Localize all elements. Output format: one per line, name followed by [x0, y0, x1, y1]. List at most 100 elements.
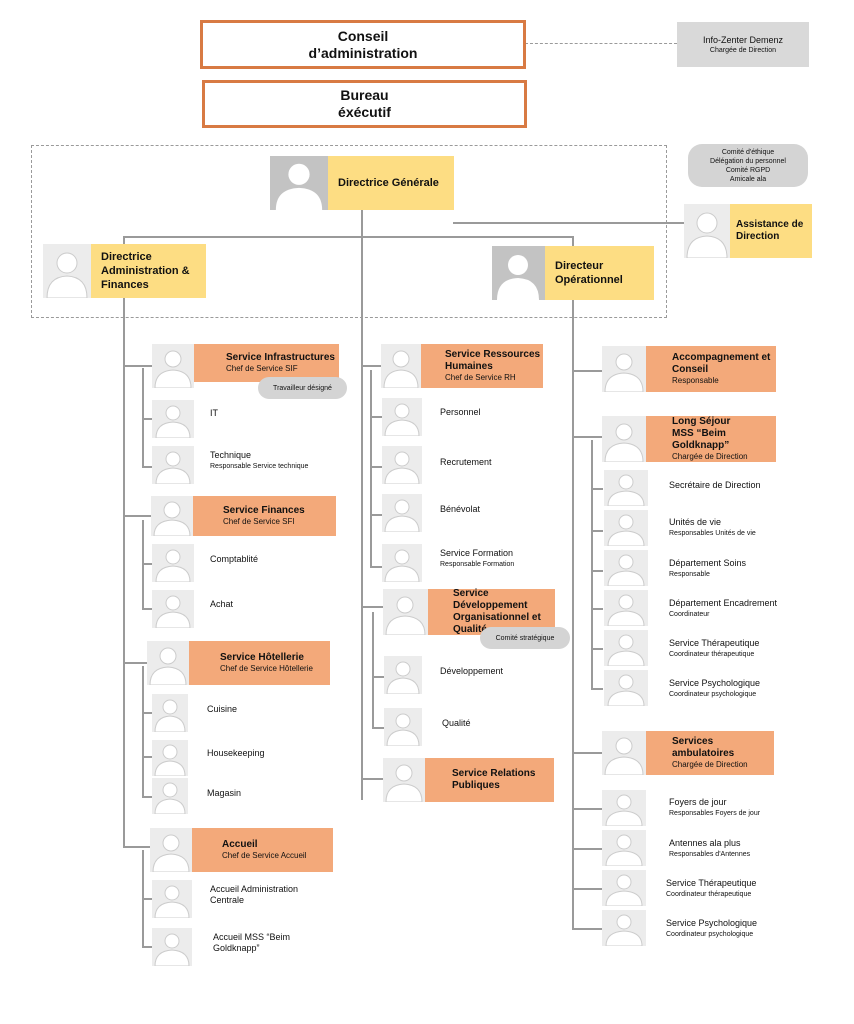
relations-avatar: [383, 758, 425, 802]
benevolat-label: Bénévolat: [440, 504, 480, 515]
technique-avatar: [152, 446, 194, 484]
daf-line3: Finances: [101, 279, 149, 291]
daf-box: Directrice Administration & Finances: [91, 244, 206, 298]
rh-title1: Service Ressources: [445, 349, 541, 360]
committee-amicale: Amicale ala: [729, 175, 767, 183]
it-title: IT: [210, 408, 218, 418]
sif-title: Service Infrastructures: [226, 352, 335, 363]
qualite-title: Qualité: [442, 718, 471, 728]
therap1-label: Service Thérapeutique Coordinateur théra…: [669, 638, 759, 660]
relations-box: Service Relations Publiques: [425, 758, 554, 802]
psycho1-avatar: [604, 670, 648, 706]
sfi-sub: Chef de Service SFI: [223, 517, 295, 526]
hotel-avatar: [147, 641, 189, 685]
sif-sub: Chef de Service SIF: [226, 364, 298, 373]
acc-conseil-box: Accompagnement et Conseil Responsable: [646, 346, 776, 392]
info-zenter-sub: Chargée de Direction: [709, 47, 777, 54]
encadrement-sub: Coordinateur: [669, 611, 710, 618]
encadrement-avatar: [604, 590, 648, 626]
direction-frame: [31, 145, 667, 318]
accueil-avatar: [150, 828, 192, 872]
hotel-sub: Chef de Service Hôtellerie: [220, 664, 313, 673]
compta-title: Comptablité: [210, 554, 259, 564]
acc-conseil-avatar: [602, 346, 646, 392]
it-label: IT: [210, 408, 218, 419]
magasin-label: Magasin: [207, 788, 241, 799]
sif-box: Service Infrastructures Chef de Service …: [194, 344, 339, 382]
qualite-label: Qualité: [442, 718, 471, 729]
sdoq-avatar: [383, 589, 428, 635]
dop-avatar: [492, 246, 545, 300]
committee-rgpd: Comité RGPD: [725, 166, 771, 174]
compta-label: Comptablité: [210, 554, 258, 565]
assistance-line1: Assistance de: [736, 219, 804, 230]
info-zenter-title: Info-Zenter Demenz: [702, 35, 784, 45]
sdoq-line1: Service Développement: [453, 588, 528, 611]
encadrement-title: Département Encadrement: [669, 598, 778, 608]
foyers-sub: Responsables Foyers de jour: [669, 810, 761, 817]
unites-label: Unités de vie Responsables Unités de vie: [669, 517, 756, 539]
dop-line1: Directeur: [555, 260, 604, 272]
conseil-line1: Conseil: [337, 27, 389, 44]
therap2-sub: Coordinateur thérapeutique: [666, 891, 752, 898]
personnel-avatar: [382, 398, 422, 436]
formation-sub: Responsable Formation: [440, 561, 515, 568]
rh-avatar: [381, 344, 421, 388]
accueil-mss-line1: Accueil MSS “Beim: [213, 932, 291, 942]
therap2-avatar: [602, 870, 646, 906]
acc-conseil-title1: Accompagnement et: [672, 352, 771, 363]
accueil-sub: Chef de Service Accueil: [222, 851, 307, 860]
bureau-line2: éxécutif: [338, 104, 391, 120]
antennes-title: Antennes ala plus: [669, 838, 741, 848]
acc-conseil-sub: Responsable: [672, 376, 719, 385]
relations-line2: Publiques: [452, 780, 500, 791]
soins-label: Département Soins Responsable: [669, 558, 746, 580]
housekeeping-avatar: [152, 740, 188, 776]
magasin-avatar: [152, 778, 188, 814]
sec-dir-title: Secrétaire de Direction: [669, 480, 761, 490]
conseil-line2: d’administration: [308, 44, 418, 61]
foyers-avatar: [602, 790, 646, 826]
info-zenter-box: Info-Zenter Demenz Chargée de Direction: [677, 22, 809, 67]
soins-sub: Responsable: [669, 571, 710, 578]
psycho2-sub: Coordinateur psychologique: [666, 931, 754, 938]
accueil-mss-label: Accueil MSS “Beim Goldknapp”: [213, 932, 290, 954]
sfi-title: Service Finances: [223, 505, 305, 516]
therap2-label: Service Thérapeutique Coordinateur théra…: [666, 878, 756, 900]
therap1-sub: Coordinateur thérapeutique: [669, 651, 755, 658]
psycho2-avatar: [602, 910, 646, 946]
rh-sub: Chef de Service RH: [445, 373, 516, 382]
acc-conseil-title2: Conseil: [672, 364, 709, 375]
housekeeping-label: Housekeeping: [207, 748, 265, 759]
sif-avatar: [152, 344, 194, 388]
formation-avatar: [382, 544, 422, 582]
benevolat-title: Bénévolat: [440, 504, 481, 514]
therap1-avatar: [604, 630, 648, 666]
conseil-administration-box: Conseil d’administration: [200, 20, 526, 69]
long-sejour-title1: Long Séjour: [672, 416, 731, 427]
dop-line2: Opérationnel: [555, 274, 623, 286]
comite-strategique-text: Comité stratégique: [495, 634, 555, 642]
psycho1-label: Service Psychologique Coordinateur psych…: [669, 678, 760, 700]
technique-sub: Responsable Service technique: [210, 463, 309, 470]
accueil-admin-line2: Centrale: [210, 895, 245, 905]
formation-title: Service Formation: [440, 548, 514, 558]
achat-title: Achat: [210, 599, 234, 609]
soins-title: Département Soins: [669, 558, 747, 568]
sfi-box: Service Finances Chef de Service SFI: [193, 496, 336, 536]
daf-avatar: [43, 244, 91, 298]
housekeeping-title: Housekeeping: [207, 748, 265, 758]
foyers-label: Foyers de jour Responsables Foyers de jo…: [669, 797, 760, 819]
developpement-label: Développement: [440, 666, 503, 677]
recrutement-label: Recrutement: [440, 457, 492, 468]
dg-avatar: [270, 156, 328, 210]
sfi-avatar: [151, 496, 193, 536]
accueil-title: Accueil: [222, 839, 258, 850]
ambu-title: Services ambulatoires: [672, 736, 735, 759]
developpement-title: Développement: [440, 666, 504, 676]
ambu-avatar: [602, 731, 646, 775]
technique-title: Technique: [210, 450, 252, 460]
antennes-avatar: [602, 830, 646, 866]
daf-line1: Directrice: [101, 251, 152, 263]
psycho2-label: Service Psychologique Coordinateur psych…: [666, 918, 757, 940]
